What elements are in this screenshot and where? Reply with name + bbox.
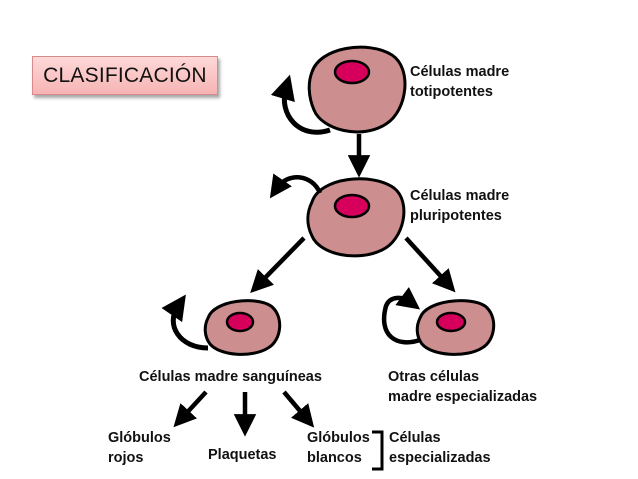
label-blood-stem: Células madre sanguíneas bbox=[139, 369, 322, 385]
page-title: CLASIFICACIÓN bbox=[43, 63, 207, 87]
label-totipotent-1: Células madre bbox=[410, 64, 509, 80]
arrow-to-red-cells-icon bbox=[173, 390, 208, 428]
self-renewal-arrow-icon bbox=[382, 287, 421, 345]
cell-nucleus bbox=[333, 59, 371, 85]
label-red-cells-2: rojos bbox=[108, 450, 143, 466]
label-specialized-1: Células bbox=[389, 430, 441, 446]
bracket-icon bbox=[372, 430, 384, 471]
cell-nucleus bbox=[225, 311, 255, 333]
down-right-arrow-icon bbox=[404, 236, 456, 293]
label-totipotent-2: totipotentes bbox=[410, 84, 493, 100]
self-renewal-arrow-icon bbox=[269, 173, 323, 199]
cell-pluripotent bbox=[306, 177, 406, 258]
down-left-arrow-icon bbox=[250, 236, 306, 294]
self-renewal-arrow-icon bbox=[270, 74, 331, 135]
cell-totipotent bbox=[307, 45, 407, 134]
cell-other-stem bbox=[415, 299, 496, 356]
label-other-1: Otras células bbox=[388, 369, 479, 385]
label-platelets: Plaquetas bbox=[208, 447, 277, 463]
title-box: CLASIFICACIÓN bbox=[32, 56, 218, 95]
label-other-2: madre especializadas bbox=[388, 389, 537, 405]
self-renewal-arrow-icon bbox=[161, 294, 209, 351]
cell-nucleus bbox=[435, 311, 467, 333]
cell-blood-stem bbox=[203, 299, 282, 356]
label-pluripotent-1: Células madre bbox=[410, 188, 509, 204]
cell-nucleus bbox=[333, 193, 371, 219]
label-pluripotent-2: pluripotentes bbox=[410, 208, 502, 224]
cell-body bbox=[307, 45, 407, 134]
label-red-cells-1: Glóbulos bbox=[108, 430, 171, 446]
label-specialized-2: especializadas bbox=[389, 450, 491, 466]
arrow-to-white-cells-icon bbox=[282, 390, 315, 428]
label-white-cells-1: Glóbulos bbox=[307, 430, 370, 446]
label-white-cells-2: blancos bbox=[307, 450, 362, 466]
